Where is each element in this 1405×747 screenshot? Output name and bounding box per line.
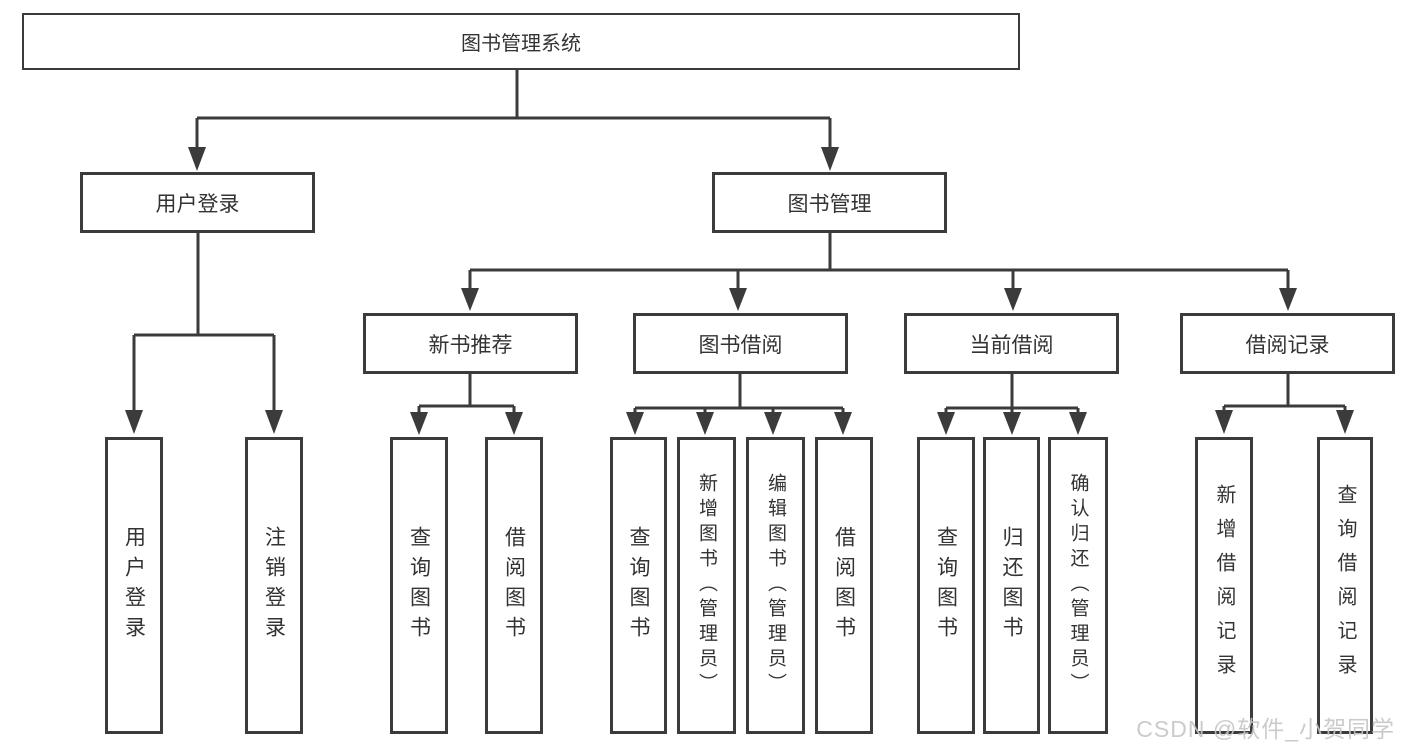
node-library-system: 图书管理系统 bbox=[22, 13, 1020, 70]
node-user-login: 用户登录 bbox=[80, 172, 315, 233]
connector-current-to-leaves bbox=[937, 374, 1087, 435]
leaf-logout: 注销登录 bbox=[245, 437, 303, 734]
leaf-confirm-return-admin: 确认归还（管理员） bbox=[1048, 437, 1108, 734]
node-new-book-recommend: 新书推荐 bbox=[363, 313, 578, 374]
leaf-current-query-books: 查询图书 bbox=[917, 437, 975, 734]
connector-recommend-to-leaves bbox=[410, 374, 523, 435]
connector-bookmgmt-to-level3 bbox=[461, 233, 1297, 311]
leaf-add-book-admin: 新增图书（管理员） bbox=[677, 437, 736, 734]
leaf-return-books: 归还图书 bbox=[983, 437, 1040, 734]
leaf-query-borrow-record: 查询借阅记录 bbox=[1317, 437, 1373, 734]
leaf-recommend-borrow-books: 借阅图书 bbox=[485, 437, 543, 734]
connector-login-to-leaves bbox=[125, 233, 283, 434]
node-current-borrow: 当前借阅 bbox=[904, 313, 1119, 374]
leaf-recommend-query-books: 查询图书 bbox=[390, 437, 448, 734]
leaf-borrow-books: 借阅图书 bbox=[815, 437, 873, 734]
leaf-borrow-query-books: 查询图书 bbox=[610, 437, 667, 734]
node-book-management: 图书管理 bbox=[712, 172, 947, 233]
leaf-add-borrow-record: 新增借阅记录 bbox=[1195, 437, 1253, 734]
node-borrow-records: 借阅记录 bbox=[1180, 313, 1395, 374]
csdn-watermark: CSDN @软件_小贺同学 bbox=[1136, 716, 1395, 742]
connector-root-to-level2 bbox=[188, 70, 839, 171]
connector-borrow-to-leaves bbox=[626, 374, 852, 435]
node-book-borrow: 图书借阅 bbox=[633, 313, 848, 374]
connector-records-to-leaves bbox=[1215, 374, 1354, 434]
leaf-user-login: 用户登录 bbox=[105, 437, 163, 734]
leaf-edit-book-admin: 编辑图书（管理员） bbox=[746, 437, 805, 734]
